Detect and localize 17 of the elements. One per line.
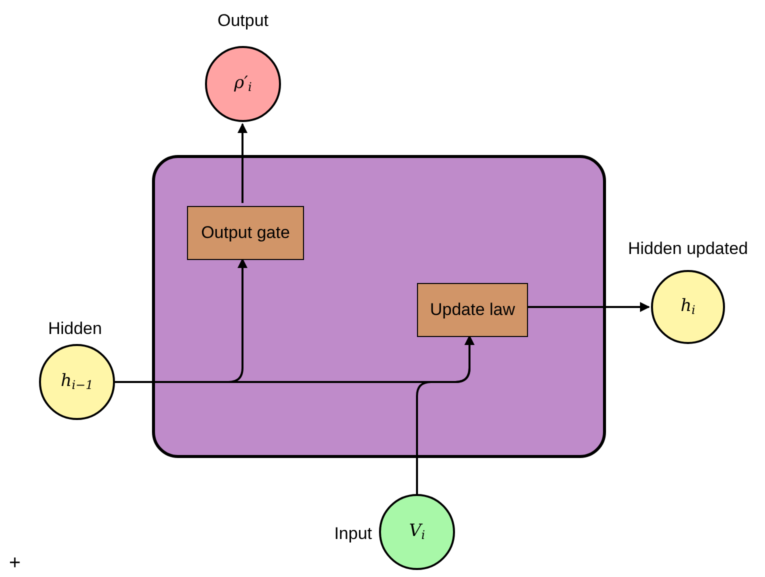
arrow (525, 302, 650, 312)
math-symbol: ρ′$_{i}$ (234, 72, 252, 96)
math-symbol: h$_{i}$ (680, 295, 696, 320)
process-box (187, 206, 304, 260)
node-caption: Hidden (47, 318, 103, 340)
arrow (416, 335, 474, 494)
arrow (238, 123, 248, 203)
box-label: Output gate (201, 222, 290, 244)
math-symbol: h$_{i−1}$ (60, 370, 94, 394)
node-caption: Input (333, 523, 372, 545)
node-caption: Output (216, 10, 270, 32)
cell-container (152, 155, 606, 458)
process-box (417, 283, 528, 337)
plus-sign: + (9, 551, 21, 576)
node-caption: Hidden updated (626, 238, 750, 260)
math-symbol: V$_{i}$ (408, 520, 426, 544)
box-label: Update law (430, 299, 516, 322)
